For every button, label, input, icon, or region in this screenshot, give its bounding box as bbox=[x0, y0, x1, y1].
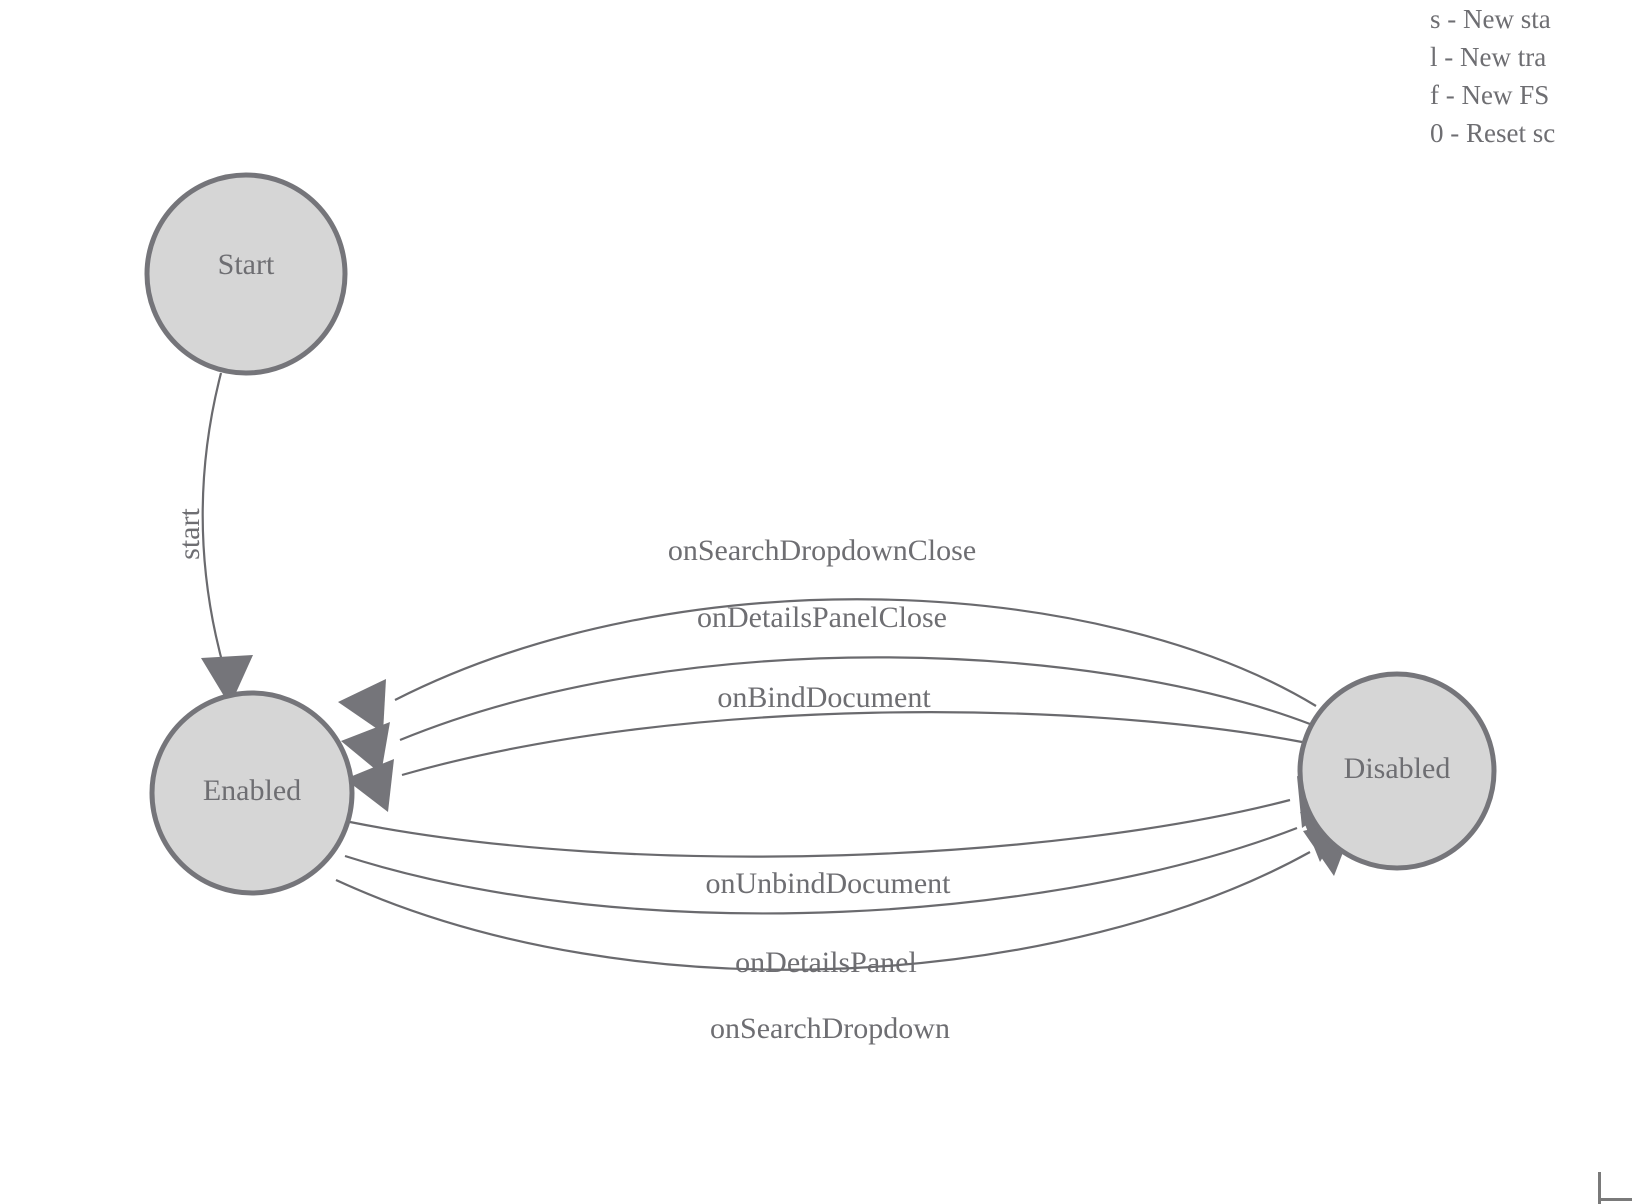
arrow-head bbox=[341, 722, 390, 774]
node-label: Start bbox=[218, 248, 275, 281]
edge-path bbox=[349, 798, 1291, 858]
node-enabled[interactable]: Enabled bbox=[149, 690, 355, 896]
edge-on-search-dropdown[interactable]: onSearchDropdown bbox=[335, 818, 1356, 1045]
edge-path bbox=[394, 598, 1317, 707]
edge-path bbox=[399, 656, 1311, 742]
edge-label: onUnbindDocument bbox=[706, 867, 952, 900]
node-circle bbox=[1297, 671, 1497, 871]
node-label: Enabled bbox=[203, 774, 301, 807]
edge-path bbox=[335, 851, 1311, 971]
node-disabled[interactable]: Disabled bbox=[1297, 671, 1497, 871]
edge-on-bind-document[interactable]: onBindDocument bbox=[345, 681, 1303, 812]
edge-path bbox=[401, 711, 1303, 777]
edge-label: onSearchDropdown bbox=[710, 1012, 950, 1045]
corner-bracket-horizontal bbox=[1598, 1198, 1632, 1201]
node-start[interactable]: Start bbox=[144, 172, 348, 376]
arrow-head bbox=[345, 759, 394, 812]
legend-line-new-transition: l - New tra bbox=[1430, 42, 1547, 72]
legend-line-new-fsm: f - New FS bbox=[1430, 80, 1550, 110]
node-label: Disabled bbox=[1344, 752, 1451, 785]
legend-line-reset-scene: 0 - Reset sc bbox=[1430, 118, 1556, 148]
panel-corner-bracket bbox=[1598, 1172, 1632, 1204]
keyboard-shortcuts-legend: s - New sta l - New tra f - New FS 0 - R… bbox=[1430, 0, 1632, 152]
edge-label-start: start bbox=[173, 508, 206, 560]
edge-label: onSearchDropdownClose bbox=[668, 534, 976, 567]
node-circle bbox=[149, 690, 355, 896]
edge-path bbox=[344, 826, 1298, 915]
legend-line-new-state: s - New sta bbox=[1430, 4, 1551, 34]
arrow-head bbox=[201, 655, 253, 706]
edge-path bbox=[201, 372, 227, 673]
edge-on-details-panel-close[interactable]: onDetailsPanelClose bbox=[341, 601, 1311, 774]
node-circle bbox=[144, 172, 348, 376]
edge-on-search-dropdown-close[interactable]: onSearchDropdownClose bbox=[338, 534, 1317, 733]
edge-start[interactable]: start bbox=[173, 372, 253, 706]
arrow-head bbox=[338, 679, 386, 733]
edge-label: onDetailsPanelClose bbox=[697, 601, 947, 634]
corner-bracket-vertical bbox=[1598, 1172, 1601, 1204]
edge-on-unbind-document[interactable]: onUnbindDocument bbox=[349, 776, 1348, 900]
edge-label: onBindDocument bbox=[717, 681, 931, 714]
edge-label: onDetailsPanel bbox=[735, 946, 917, 979]
